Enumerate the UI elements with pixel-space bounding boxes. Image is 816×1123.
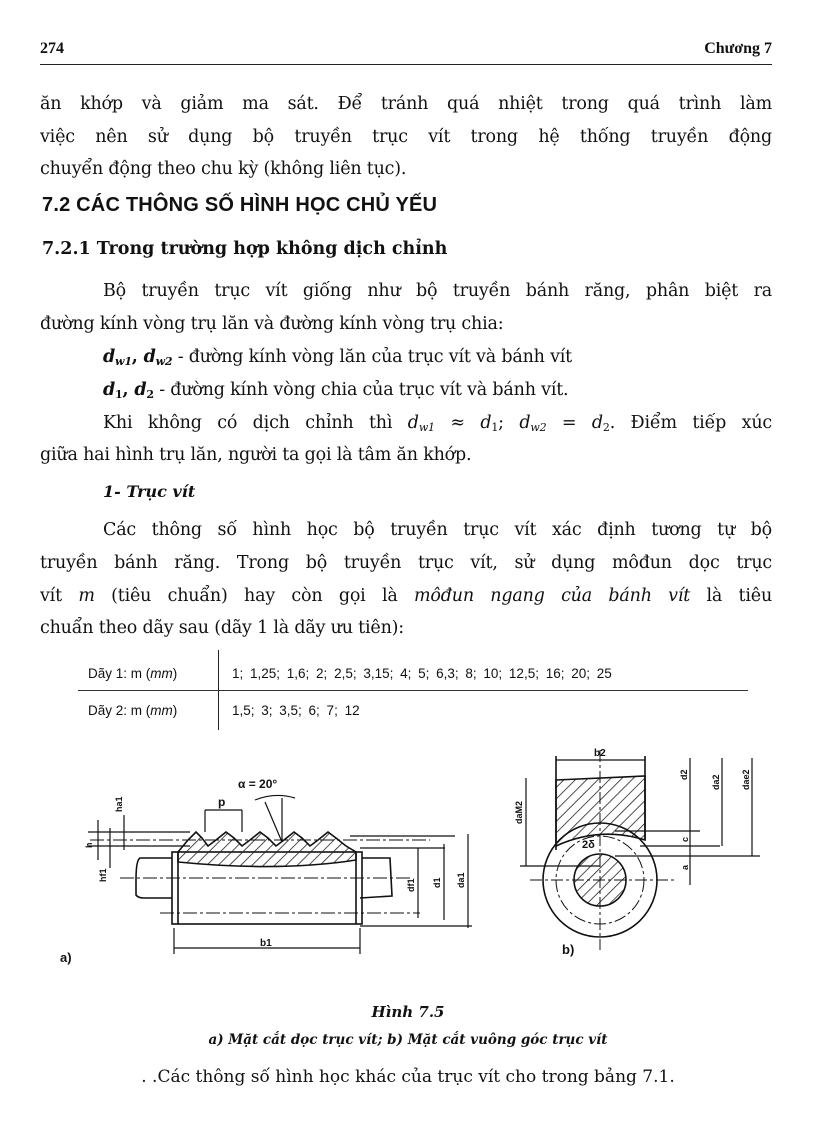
label-b1: b1 xyxy=(260,938,272,949)
label-b2: b2 xyxy=(594,748,606,759)
definition-d: d1, d2 - đường kính vòng chia của trục v… xyxy=(103,380,569,401)
label-alpha: α = 20° xyxy=(238,777,277,791)
subsection-heading: 7.2.1 Trong trường hợp không dịch chỉnh xyxy=(42,239,448,259)
svg-text:h: h xyxy=(84,843,94,849)
svg-text:c: c xyxy=(680,837,690,842)
para2-line-1: Khi không có dịch chỉnh thì dw1 ≈ d1; dw… xyxy=(103,413,772,434)
chapter-label: Chương 7 xyxy=(704,40,772,57)
page-header: 274 Chương 7 xyxy=(40,38,772,62)
figure-caption-title: Hình 7.5 xyxy=(371,1003,445,1021)
table-row-label: Dãy 1: m (mm) xyxy=(88,666,178,681)
label-2delta: 2δ xyxy=(582,839,595,851)
label-pitch: p xyxy=(218,795,225,809)
svg-text:hf1: hf1 xyxy=(98,869,108,883)
worm-line-3: vít m (tiêu chuẩn) hay còn gọi là môđun … xyxy=(40,586,773,606)
figure-a-label: a) xyxy=(60,950,72,965)
table-row-label: Dãy 2: m (mm) xyxy=(88,703,178,718)
table-divider-horizontal xyxy=(78,690,748,691)
section-heading: 7.2 CÁC THÔNG SỐ HÌNH HỌC CHỦ YẾU xyxy=(42,194,438,216)
header-rule xyxy=(40,64,772,65)
svg-text:ha1: ha1 xyxy=(114,796,124,812)
svg-text:da1: da1 xyxy=(456,872,466,888)
figure-a-worm-longitudinal-section: p α = 20° b1 a) ha1 h hf1 df1 d1 da1 xyxy=(60,777,472,965)
figure-b-label: b) xyxy=(562,942,574,957)
svg-text:daM2: daM2 xyxy=(514,801,524,824)
worm-line-1: Các thông số hình học bộ truyền trục vít… xyxy=(103,520,772,540)
para1-line-2: đường kính vòng trụ lăn và đường kính vò… xyxy=(40,314,504,334)
figure-caption-subtitle: a) Mặt cắt dọc trục vít; b) Mặt cắt vuôn… xyxy=(208,1032,608,1048)
intro-line-2: việc nên sử dụng bộ truyền trục vít tron… xyxy=(40,127,772,147)
figure-b-worm-transverse-section: b2 2δ b) daM2 d2 da2 dae2 c a xyxy=(514,748,760,957)
svg-text:df1: df1 xyxy=(406,879,416,893)
table-row-values: 1; 1,25; 1,6; 2; 2,5; 3,15; 4; 5; 6,3; 8… xyxy=(232,666,612,681)
svg-text:d1: d1 xyxy=(432,877,442,888)
item-heading-worm: 1- Trục vít xyxy=(103,482,196,501)
para2-line-2: giữa hai hình trụ lăn, người ta gọi là t… xyxy=(40,445,472,465)
worm-line-2: truyền bánh răng. Trong bộ truyền trục v… xyxy=(40,553,772,573)
table-row-values: 1,5; 3; 3,5; 6; 7; 12 xyxy=(232,703,360,718)
definition-dw: dw1, dw2 - đường kính vòng lăn của trục … xyxy=(103,347,572,368)
closing-sentence: . .Các thông số hình học khác của trục v… xyxy=(141,1067,675,1087)
svg-text:dae2: dae2 xyxy=(741,769,751,790)
page-number: 274 xyxy=(40,40,64,57)
para1-line-1: Bộ truyền trục vít giống như bộ truyền b… xyxy=(103,281,772,301)
intro-line-1: ăn khớp và giảm ma sát. Để tránh quá nhi… xyxy=(40,94,772,114)
svg-text:da2: da2 xyxy=(711,774,721,790)
intro-line-3: chuyển động theo chu kỳ (không liên tục)… xyxy=(40,159,407,179)
svg-text:a: a xyxy=(680,864,690,870)
module-series-table: Dãy 1: m (mm) 1; 1,25; 1,6; 2; 2,5; 3,15… xyxy=(78,650,748,730)
worm-line-4: chuẩn theo dãy sau (dãy 1 là dãy ưu tiên… xyxy=(40,618,404,638)
svg-text:d2: d2 xyxy=(679,769,689,780)
